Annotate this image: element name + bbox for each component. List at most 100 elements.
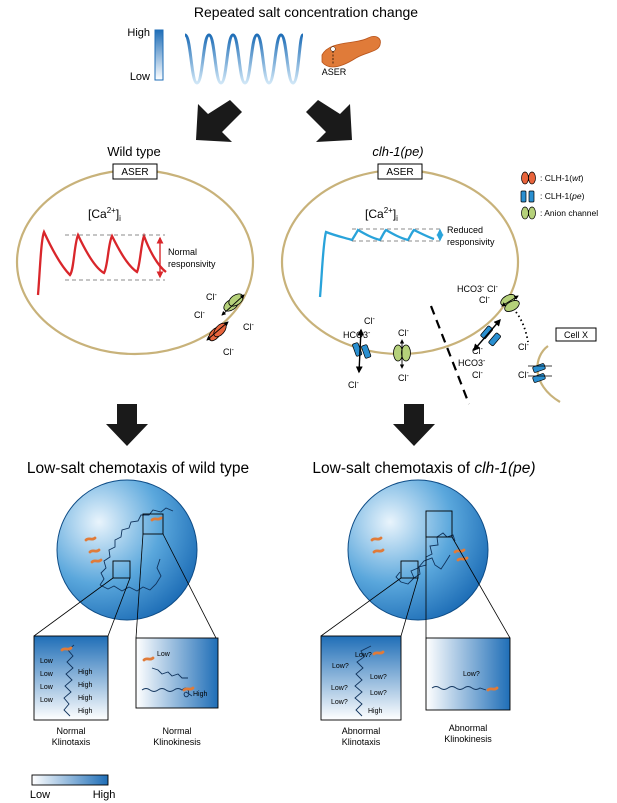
salt-wave-coil bbox=[183, 33, 305, 85]
mutant-clh1-channel-right-2 bbox=[488, 332, 501, 347]
header-title: Repeated salt concentration change bbox=[194, 4, 418, 20]
wt-klinokinesis-high: High bbox=[193, 691, 208, 698]
wt-calcium-label: [Ca2+]i bbox=[88, 206, 121, 223]
mutant-ion-cl: Cl- bbox=[518, 370, 530, 380]
cell-x-clh1-channel-2 bbox=[532, 373, 546, 383]
worm-icon bbox=[321, 36, 381, 68]
wt-cl-flux-arrow bbox=[221, 294, 245, 316]
mutant-zoom-line bbox=[320, 577, 402, 637]
mutant-worms bbox=[370, 536, 469, 562]
legend: : CLH-1(wt) : CLH-1(pe) : Anion channel bbox=[520, 171, 598, 220]
mutant-ion-hco3-right: HCO3- bbox=[458, 358, 486, 368]
wt-klinotaxis-label: Low bbox=[40, 697, 54, 704]
wt-zoom-box-2 bbox=[142, 513, 164, 535]
aser-neuron-label: ASER bbox=[322, 67, 347, 77]
wt-ion-cl: Cl- bbox=[223, 347, 235, 357]
wt-klinokinesis-track-2 bbox=[141, 687, 193, 698]
mutant-chemotaxis-title: Low-salt chemotaxis of clh-1(pe) bbox=[312, 460, 535, 477]
mutant-klinotaxis-worm bbox=[372, 650, 385, 656]
wt-klinotaxis-track bbox=[63, 644, 75, 717]
wt-klinotaxis-label: High bbox=[78, 695, 93, 702]
mutant-klinokinesis-track bbox=[431, 686, 487, 691]
arrow-down-right-icon bbox=[306, 100, 352, 142]
wt-cell-label-box bbox=[112, 163, 158, 180]
mutant-zoom-box-2 bbox=[425, 510, 453, 538]
mutant-klinotaxis-label: Low? bbox=[331, 699, 348, 706]
wt-cl-flux-arrow-2 bbox=[206, 321, 229, 341]
mutant-ion-cl: Cl- bbox=[518, 342, 530, 352]
gradient-high-label: High bbox=[93, 789, 116, 801]
mutant-klinokinesis-low: Low? bbox=[463, 671, 480, 678]
mutant-aser-cell bbox=[280, 168, 520, 356]
legend-clh1-wt-icon-2 bbox=[528, 171, 536, 185]
mutant-klinotaxis-label: Low? bbox=[332, 663, 349, 670]
wt-calcium-trace bbox=[36, 229, 167, 296]
mutant-zoom-line bbox=[451, 536, 511, 639]
wt-response-label-1: Normal bbox=[168, 247, 197, 257]
mutant-response-label-2: responsivity bbox=[447, 237, 495, 247]
wt-chemotaxis-dish bbox=[56, 479, 198, 621]
mutant-klinotaxis-label: Low? bbox=[355, 652, 372, 659]
wt-worms bbox=[84, 516, 163, 564]
legend-clh1-wt-icon bbox=[521, 171, 529, 185]
gradient-low-label: Low bbox=[30, 789, 50, 801]
mutant-ion-cl: Cl- bbox=[479, 295, 491, 305]
mutant-klinokinesis-caption: Klinokinesis bbox=[444, 734, 492, 744]
legend-item-clh1-wt: : CLH-1(wt) bbox=[540, 173, 584, 183]
wt-cell-label: ASER bbox=[121, 167, 148, 178]
wt-klinokinesis-caption: Normal bbox=[162, 726, 191, 736]
legend-item-clh1-pe: : CLH-1(pe) bbox=[540, 191, 585, 201]
mutant-klinokinesis-caption: Abnormal bbox=[449, 723, 488, 733]
legend-item-anion-channel: : Anion channel bbox=[540, 208, 598, 218]
mutant-klinokinesis-box bbox=[425, 637, 511, 711]
mutant-ion-cl: Cl- bbox=[364, 316, 376, 326]
scale-high-label: High bbox=[127, 27, 150, 39]
mutant-ion-cl: Cl- bbox=[398, 328, 410, 338]
legend-clh1-pe-icon-2 bbox=[528, 190, 535, 203]
wt-klinokinesis-worm bbox=[142, 656, 155, 662]
mutant-klinotaxis-box bbox=[320, 635, 402, 721]
wt-klinotaxis-caption: Normal bbox=[56, 726, 85, 736]
mutant-right-flux-arrow-2 bbox=[501, 295, 519, 307]
cell-x-label: Cell X bbox=[564, 330, 588, 340]
arrow-down-left-icon bbox=[196, 100, 242, 142]
mutant-klinotaxis-label: Low? bbox=[370, 674, 387, 681]
wt-klinokinesis-box bbox=[135, 637, 219, 709]
cell-x-label-box bbox=[555, 327, 597, 342]
wt-klinotaxis-label: Low bbox=[40, 684, 54, 691]
wt-klinotaxis-label: Low bbox=[40, 671, 54, 678]
mutant-klinotaxis-caption: Klinotaxis bbox=[342, 737, 381, 747]
wt-klinotaxis-label: High bbox=[78, 708, 93, 715]
wt-klinokinesis-caption: Klinokinesis bbox=[153, 737, 201, 747]
mutant-klinokinesis-worm bbox=[486, 686, 499, 692]
mutant-klinotaxis-label: High bbox=[368, 708, 383, 715]
wt-zoom-line bbox=[107, 577, 131, 637]
wt-ion-cl: Cl- bbox=[243, 322, 255, 332]
mutant-zoom-line bbox=[400, 577, 419, 637]
wt-klinotaxis-worm bbox=[60, 646, 73, 652]
mutant-chemotaxis-dish bbox=[347, 479, 489, 621]
wt-zoom-line bbox=[135, 533, 144, 639]
mutant-ion-hco3: HCO3- bbox=[343, 330, 371, 340]
wt-ion-cl: Cl- bbox=[206, 292, 218, 302]
mutant-title: clh-1(pe) bbox=[372, 144, 423, 159]
mutant-ion-cl: Cl- bbox=[487, 284, 499, 294]
wt-chemotaxis-title: Low-salt chemotaxis of wild type bbox=[27, 460, 249, 477]
mutant-ion-hco3-right: HCO3- bbox=[457, 284, 485, 294]
mutant-dotted-link bbox=[515, 311, 529, 343]
concentration-gradient-bar bbox=[31, 774, 109, 786]
arrow-down-wt-icon bbox=[106, 404, 148, 446]
wt-zoom-line bbox=[33, 577, 114, 637]
wt-ion-cl: Cl- bbox=[194, 310, 206, 320]
arrow-down-mutant-icon bbox=[393, 404, 435, 446]
mutant-zoom-box-1 bbox=[400, 560, 419, 579]
membrane-divider-dashed bbox=[429, 305, 471, 405]
legend-anion-channel-icon-2 bbox=[528, 206, 536, 220]
mutant-cell-label-box bbox=[377, 163, 423, 180]
wt-klinotaxis-caption: Klinotaxis bbox=[52, 737, 91, 747]
mutant-right-flux-arrow bbox=[473, 318, 501, 352]
legend-anion-channel-icon bbox=[521, 206, 529, 220]
wt-zoom-line bbox=[162, 533, 217, 639]
mutant-ion-cl: Cl- bbox=[348, 380, 360, 390]
